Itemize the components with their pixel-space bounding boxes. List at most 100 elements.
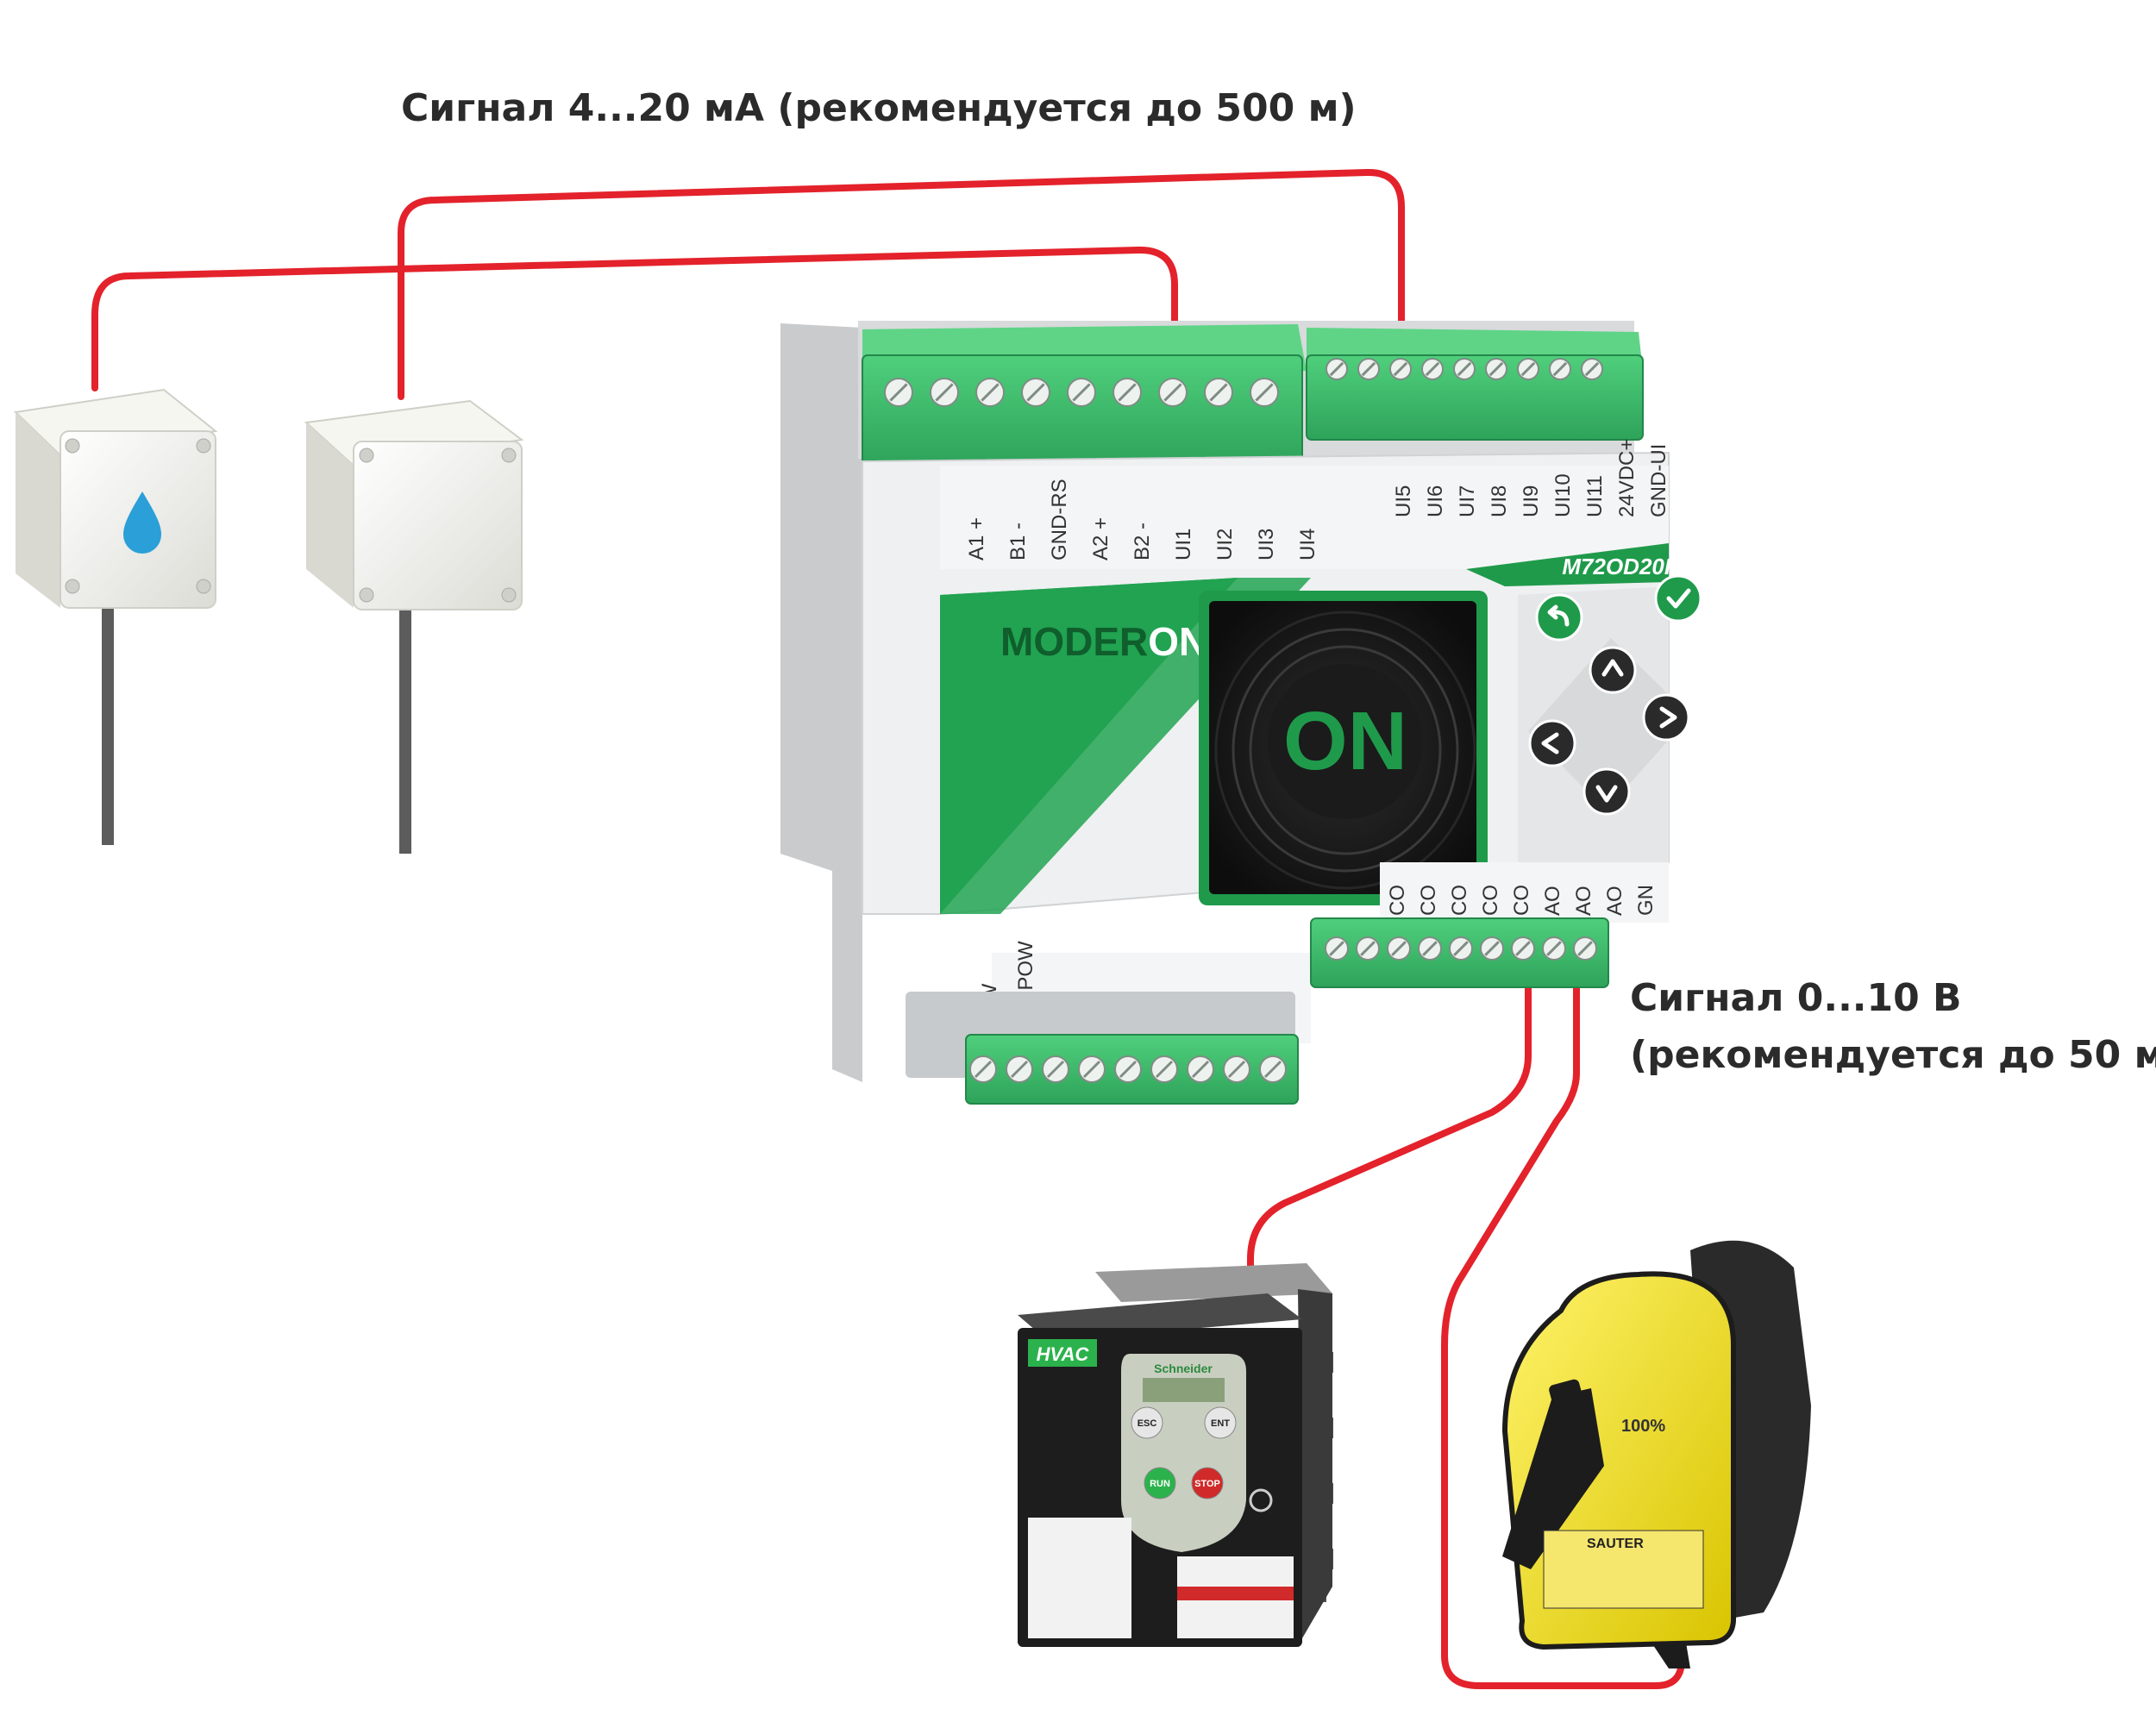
sensor-body-side xyxy=(16,412,60,608)
voltage-signal-line-2: (рекомендуется до 50 м) xyxy=(1630,1033,2156,1077)
screw-slot xyxy=(1577,941,1593,956)
actuator-spindle xyxy=(1549,1379,1590,1436)
screw-slot xyxy=(1489,361,1504,377)
terminal-label: UI1 xyxy=(1172,529,1195,560)
temperature-sensor xyxy=(304,399,524,854)
screw-slot xyxy=(974,1060,993,1079)
confirm-button[interactable] xyxy=(1654,574,1702,623)
bottom-terminal-block-right xyxy=(1310,917,1609,988)
screw-slot xyxy=(1520,361,1536,377)
water-drop-icon xyxy=(123,491,161,554)
screw-slot xyxy=(1484,941,1500,956)
vfd-danger-strip xyxy=(1177,1587,1294,1600)
model-label: M72OD20R xyxy=(1562,554,1680,579)
sensor-screw xyxy=(501,587,517,603)
brand-prefix: MODER xyxy=(1000,619,1148,664)
terminal-label: UI8 xyxy=(1488,485,1511,517)
top-label-strip xyxy=(940,466,1669,569)
terminal-label: CO xyxy=(1479,885,1502,916)
vfd-keypad-outline xyxy=(1121,1354,1246,1552)
confirm-icon xyxy=(1666,588,1691,609)
vfd-button[interactable]: ENT xyxy=(1204,1406,1237,1439)
terminal-label: GN xyxy=(1634,885,1658,916)
top-terminal-block-left xyxy=(862,324,1307,466)
screw-slot xyxy=(1361,361,1376,377)
model-banner xyxy=(1466,543,1669,586)
sensor-probe xyxy=(399,604,411,854)
wire-sensor-1 xyxy=(91,246,1178,391)
vfd-button[interactable]: STOP xyxy=(1191,1467,1224,1499)
vfd-button[interactable]: RUN xyxy=(1144,1467,1176,1499)
terminal-label: 24VDC+ xyxy=(1615,439,1639,517)
terminal-label: UI11 xyxy=(1583,475,1607,517)
vfd-hvac-label: HVAC xyxy=(1037,1343,1090,1365)
vfd-button-cap xyxy=(1131,1406,1163,1439)
screw-slot xyxy=(1119,1060,1138,1079)
arrow-right-button[interactable] xyxy=(1642,693,1690,742)
sensor-screw xyxy=(359,448,374,463)
vfd-button-cap xyxy=(1204,1406,1237,1439)
screw-slot xyxy=(1360,941,1376,956)
screw-slot xyxy=(1255,383,1274,402)
damper-actuator: 100% SAUTER xyxy=(1501,1240,1811,1669)
terminal-label: UI2 xyxy=(1213,529,1237,560)
vfd-button-label: STOP xyxy=(1194,1479,1220,1489)
arrow-left-button[interactable] xyxy=(1528,719,1576,767)
arrow-left-icon xyxy=(1541,732,1559,754)
terminal-label: UI3 xyxy=(1255,529,1278,560)
terminal-label: A1 + xyxy=(965,517,988,560)
display-logo: ON xyxy=(1283,695,1407,787)
terminal-label: UI6 xyxy=(1424,485,1447,517)
brand-logo: MODERON xyxy=(1000,619,1207,664)
arrow-down-button[interactable] xyxy=(1583,767,1631,816)
terminal-label: AO xyxy=(1572,886,1595,916)
screw-slot xyxy=(1046,1060,1065,1079)
terminal-label: B2 - xyxy=(1131,523,1154,560)
screw-slot xyxy=(1329,941,1344,956)
voltage-signal-line-1: Сигнал 0...10 В xyxy=(1630,976,1962,1020)
screw-slot xyxy=(1227,1060,1246,1079)
back-icon xyxy=(1547,604,1570,627)
terminal-label: AO xyxy=(1603,886,1626,916)
terminal-label: GND-UI xyxy=(1647,444,1670,517)
bottom-terminal-block-left xyxy=(906,992,1299,1105)
back-button[interactable] xyxy=(1535,593,1583,642)
screw-slot xyxy=(1118,383,1137,402)
terminal-label: GND-RS xyxy=(1048,479,1071,560)
screw-slot xyxy=(981,383,1000,402)
top-terminal-block-right xyxy=(1306,328,1644,441)
sensor-body-front xyxy=(353,441,523,610)
screw-slot xyxy=(1453,941,1469,956)
screw-slot xyxy=(1546,941,1562,956)
vfd-button-cap xyxy=(1191,1467,1224,1499)
arrow-up-button[interactable] xyxy=(1589,646,1637,694)
voltage-signal-caption: Сигнал 0...10 В (рекомендуется до 50 м) xyxy=(1630,970,2156,1084)
vfd-label-plate xyxy=(1028,1518,1131,1638)
actuator-lever xyxy=(1502,1388,1604,1569)
screw-slot xyxy=(1263,1060,1282,1079)
sensor-screw xyxy=(65,438,80,454)
vfd-button[interactable]: ESC xyxy=(1131,1406,1163,1439)
vfd-display xyxy=(1143,1378,1225,1402)
controller-side xyxy=(780,323,862,1082)
display-swirl xyxy=(1214,610,1476,890)
terminal-label: UI4 xyxy=(1296,529,1319,560)
terminal-label: CO xyxy=(1510,885,1533,916)
wire-actuator xyxy=(1441,936,1685,1689)
screw-slot xyxy=(1082,1060,1101,1079)
sensor-probe xyxy=(102,595,114,845)
display-logo-badge xyxy=(1268,664,1423,819)
screw-slot xyxy=(1422,941,1438,956)
actuator-rating-plate xyxy=(1543,1530,1704,1609)
key-cap xyxy=(1654,574,1702,623)
wire-sensor-2 xyxy=(398,168,1405,400)
vfd-side xyxy=(1298,1289,1332,1638)
bottom-label-strip-right xyxy=(1380,862,1669,923)
terminal-label: AO xyxy=(1541,886,1564,916)
screw-slot xyxy=(1457,361,1472,377)
vfd-hvac-badge xyxy=(1028,1339,1097,1367)
screw-slot xyxy=(1391,941,1407,956)
current-signal-caption: Сигнал 4...20 мА (рекомендуется до 500 м… xyxy=(401,86,1357,130)
